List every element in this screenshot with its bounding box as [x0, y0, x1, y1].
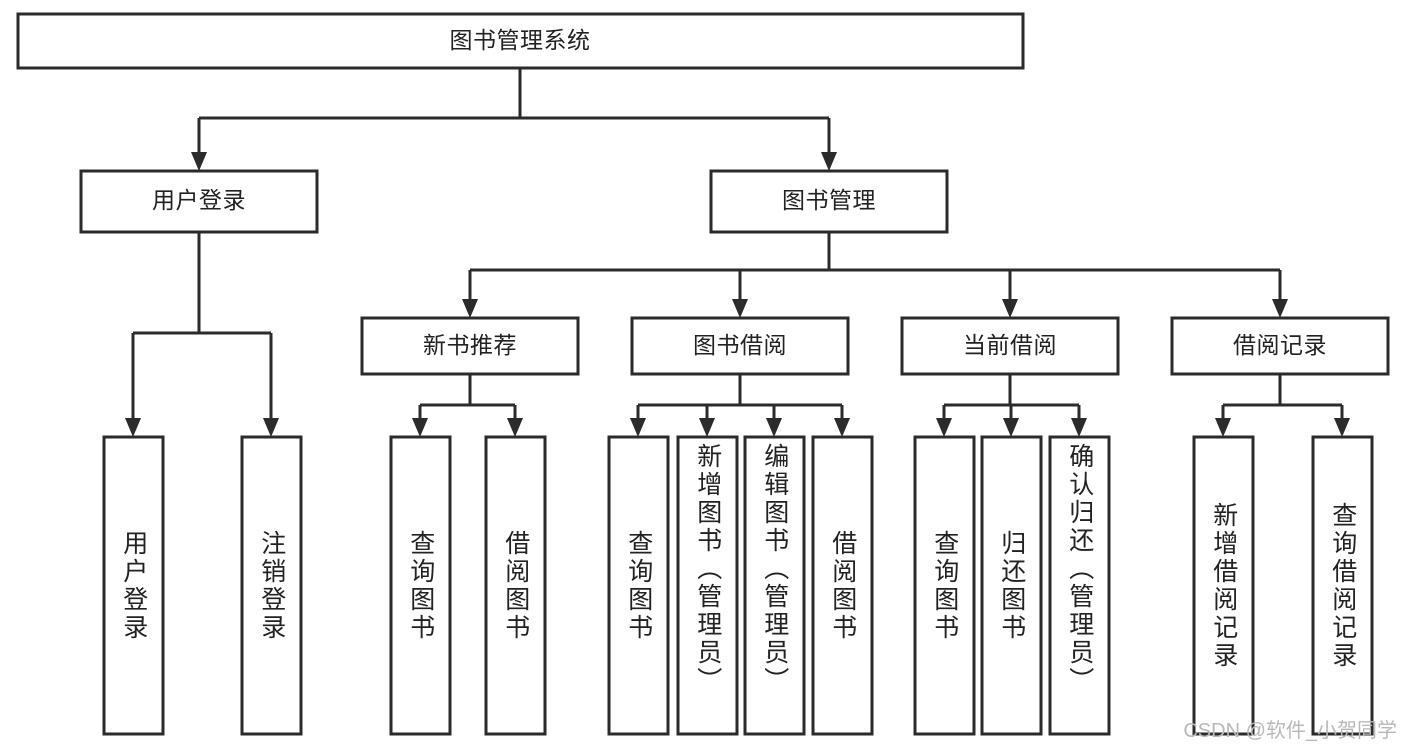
arrow-head-user-login — [191, 152, 207, 171]
leaf-box-bw-edit[interactable] — [743, 435, 806, 736]
arrow-head-record — [1272, 299, 1288, 318]
leaf-box-nb-borrow[interactable] — [484, 435, 547, 736]
node-book-manage-box[interactable] — [709, 169, 949, 234]
node-user-login-box[interactable] — [79, 169, 319, 234]
node-root[interactable]: 图书管理系统 — [16, 12, 1025, 70]
node-root-label: 图书管理系统 — [450, 27, 591, 53]
node-book-borrow-label: 图书借阅 — [693, 332, 787, 358]
watermark-text: CSDN @软件_小贺同学 — [1183, 720, 1397, 742]
node-current-borrow-label: 当前借阅 — [963, 332, 1057, 358]
node-book-manage[interactable]: 图书管理 — [709, 169, 949, 234]
arrow-head-bw-leaf-1 — [630, 418, 646, 437]
node-new-book-recommend[interactable]: 新书推荐 — [360, 316, 580, 376]
node-current-borrow[interactable]: 当前借阅 — [900, 316, 1120, 376]
arrow-head-borrow — [732, 299, 748, 318]
leaf-box-br-add[interactable] — [1192, 435, 1255, 736]
arrow-head-cb-leaf-2 — [1003, 418, 1019, 437]
arrow-head-leaf-user-login — [125, 418, 141, 437]
node-book-borrow[interactable]: 图书借阅 — [630, 316, 850, 376]
arrow-head-new-book — [462, 299, 478, 318]
arrow-head-book-manage — [821, 152, 837, 171]
node-borrow-record[interactable]: 借阅记录 — [1170, 316, 1390, 376]
node-user-login-label: 用户登录 — [152, 187, 246, 213]
node-book-borrow-box[interactable] — [630, 316, 850, 376]
node-borrow-record-box[interactable] — [1170, 316, 1390, 376]
node-user-login[interactable]: 用户登录 — [79, 169, 319, 234]
leaf-box-layer — [102, 435, 1374, 736]
leaf-box-cb-return[interactable] — [980, 435, 1043, 736]
arrow-head-bw-leaf-2 — [699, 418, 715, 437]
leaf-box-bw-query[interactable] — [607, 435, 670, 736]
node-root-box[interactable] — [16, 12, 1025, 70]
node-current-borrow-box[interactable] — [900, 316, 1120, 376]
arrow-head-bw-leaf-4 — [834, 418, 850, 437]
arrow-head-leaf-logout — [263, 418, 279, 437]
node-borrow-record-label: 借阅记录 — [1233, 332, 1327, 358]
arrow-head-br-leaf-1 — [1215, 418, 1231, 437]
arrow-head-current — [1002, 299, 1018, 318]
arrow-head-cb-leaf-1 — [936, 418, 952, 437]
leaf-box-bw-add[interactable] — [676, 435, 739, 736]
arrow-head-nb-leaf-2 — [507, 418, 523, 437]
connector-layer — [125, 68, 1350, 437]
arrow-head-bw-leaf-3 — [766, 418, 782, 437]
arrow-head-br-leaf-2 — [1334, 418, 1350, 437]
leaf-box-br-query[interactable] — [1311, 435, 1374, 736]
node-new-book-recommend-label: 新书推荐 — [423, 332, 517, 358]
leaf-box-user-login[interactable] — [102, 435, 165, 736]
leaf-box-cb-query[interactable] — [913, 435, 976, 736]
arrow-head-cb-leaf-3 — [1071, 418, 1087, 437]
leaf-box-logout[interactable] — [240, 435, 303, 736]
leaf-box-bw-borrow[interactable] — [811, 435, 874, 736]
leaf-box-cb-confirm[interactable] — [1048, 435, 1111, 736]
leaf-box-nb-query[interactable] — [389, 435, 452, 736]
arrow-head-nb-leaf-1 — [412, 418, 428, 437]
node-book-manage-label: 图书管理 — [782, 187, 876, 213]
node-new-book-recommend-box[interactable] — [360, 316, 580, 376]
